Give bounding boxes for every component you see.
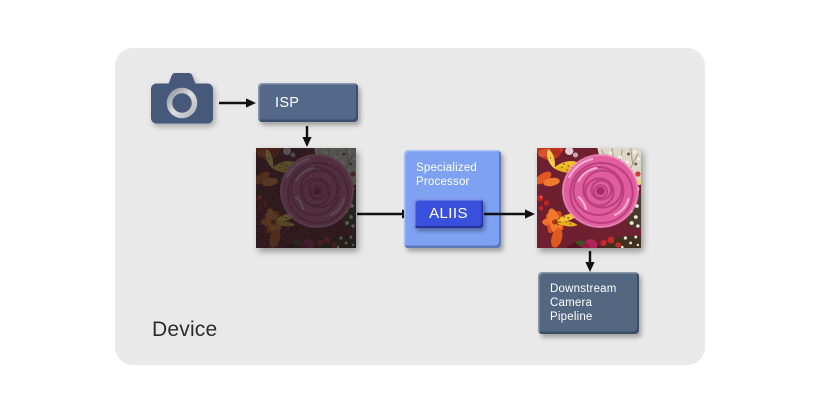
arrow-isp-to-image-icon [302, 126, 312, 147]
camera-icon [151, 73, 213, 124]
downstream-label-line3: Pipeline [550, 311, 593, 323]
aliis-label: ALIIS [429, 205, 468, 222]
isp-label: ISP [275, 94, 300, 111]
arrow-camera-to-isp-icon [219, 98, 256, 108]
specialized-processor-label: Specialized Processor [416, 162, 478, 188]
output-image-enhanced [537, 148, 641, 248]
aliis-chip: ALIIS [414, 199, 483, 228]
isp-box: ISP [258, 83, 358, 122]
downstream-label-line1: Downstream [550, 283, 617, 295]
downstream-pipeline-box: Downstream Camera Pipeline [538, 272, 639, 334]
arrow-image-to-downstream-icon [585, 251, 595, 272]
downstream-label-line2: Camera [550, 297, 593, 309]
input-image-lowlight [256, 148, 356, 248]
specialized-processor-box: Specialized Processor ALIIS [404, 150, 501, 248]
device-label: Device [152, 318, 218, 341]
arrow-aliis-to-image-icon [484, 209, 535, 219]
